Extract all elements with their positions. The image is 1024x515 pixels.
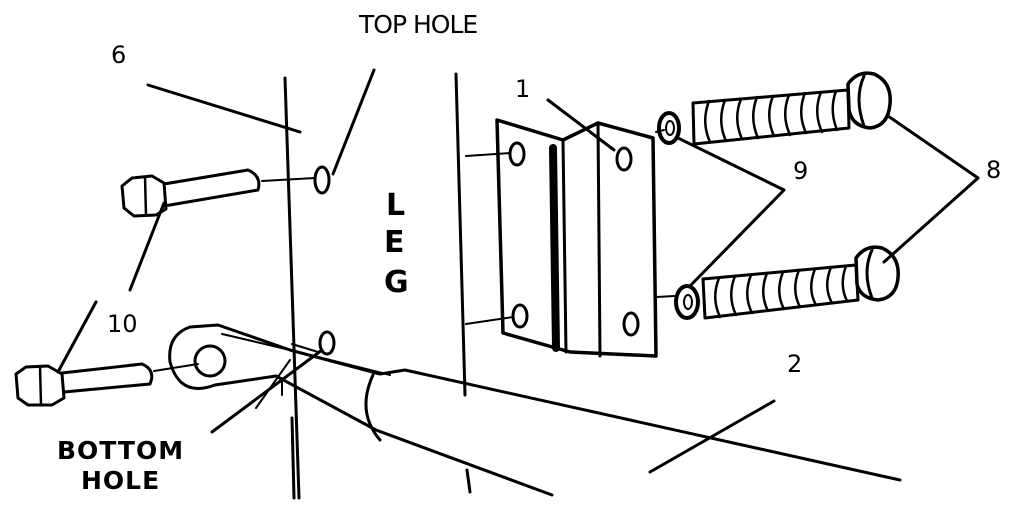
leg-letter-e: E bbox=[384, 225, 405, 260]
top-hole-label: TOP HOLE bbox=[359, 10, 478, 39]
callout-8: 8 bbox=[986, 156, 1002, 184]
screws bbox=[691, 71, 900, 320]
leg-panel bbox=[283, 72, 472, 500]
callout-1: 1 bbox=[515, 75, 531, 103]
bracket bbox=[465, 118, 658, 358]
leader-lines bbox=[56, 68, 980, 474]
bolt-bottom bbox=[14, 362, 199, 407]
bolt-top bbox=[120, 168, 316, 218]
rail bbox=[168, 323, 902, 500]
leg-letter-g: G bbox=[384, 265, 409, 300]
bottom-hole bbox=[318, 330, 336, 356]
top-hole bbox=[313, 165, 331, 195]
leg-letter-l: L bbox=[386, 188, 406, 223]
bottom-hole-label-line2: HOLE bbox=[81, 466, 161, 495]
callout-9: 9 bbox=[793, 157, 809, 185]
callout-10: 10 bbox=[107, 310, 138, 338]
washers bbox=[655, 111, 700, 320]
callout-2: 2 bbox=[787, 350, 803, 378]
callout-6: 6 bbox=[111, 41, 127, 69]
bottom-hole-label-line1: BOTTOM bbox=[57, 436, 185, 465]
